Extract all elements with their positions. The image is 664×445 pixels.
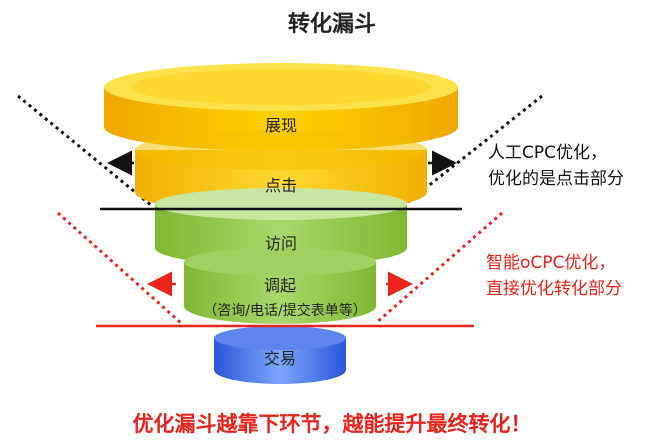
stage-label-invoke: 调起 [264,276,296,295]
stage-label-click: 点击 [265,176,297,195]
funnel-stage-deal [214,326,346,384]
stage-label-show: 展现 [265,116,297,135]
manual-cpc-note-line1: 人工CPC优化， [488,143,607,163]
stage-sublabel-invoke: （咨询/电话/提交表单等） [203,302,366,319]
stage-label-visit: 访问 [265,234,297,253]
smart-ocpc-note-line1: 智能oCPC优化， [486,253,616,273]
manual-guide-left [17,94,153,208]
footer-conclusion: 优化漏斗越靠下环节，越能提升最终转化！ [132,412,532,436]
smart-ocpc-note-line2: 直接优化转化部分 [486,279,622,299]
funnel-stage-invoke [184,248,376,324]
manual-cpc-note-line2: 优化的是点击部分 [488,169,624,189]
stage-label-deal: 交易 [264,349,296,368]
funnel-stage-visit [155,188,407,266]
diagram-title: 转化漏斗 [287,12,376,37]
manual-cpc-note: 人工CPC优化， 优化的是点击部分 [488,140,624,192]
smart-ocpc-note: 智能oCPC优化， 直接优化转化部分 [486,250,622,302]
